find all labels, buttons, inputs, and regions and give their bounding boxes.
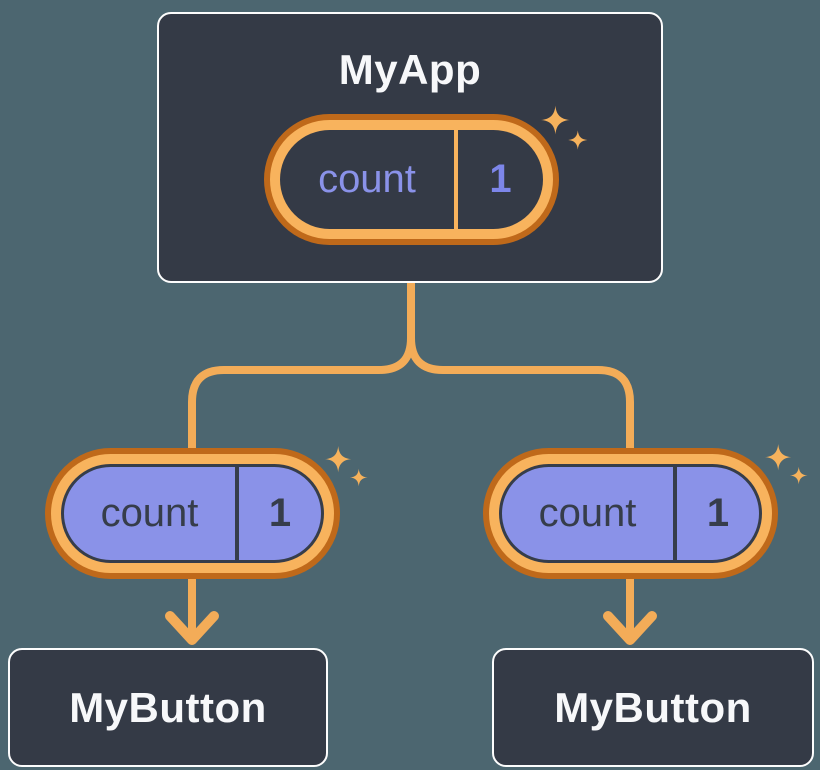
state-pill-body: count 1 <box>280 130 543 229</box>
component-node-mybutton-left: MyButton <box>8 648 328 767</box>
prop-pill-left: count 1 <box>45 448 340 579</box>
pill-divider <box>454 130 458 229</box>
arrowhead-down-left-icon <box>165 611 219 645</box>
pill-divider <box>673 467 677 560</box>
component-node-myapp: MyApp count 1 <box>157 12 663 283</box>
state-pill-root: count 1 <box>264 114 559 245</box>
component-node-mybutton-right: MyButton <box>492 648 814 767</box>
prop-value-label: 1 <box>268 491 292 535</box>
prop-pill-right: count 1 <box>483 448 778 579</box>
sparkles-icon <box>541 105 588 150</box>
prop-name-label: count <box>538 491 637 535</box>
connector-line-right <box>407 280 634 638</box>
component-title: MyApp <box>338 46 482 93</box>
prop-name-label: count <box>100 491 199 535</box>
component-title: MyButton <box>554 683 752 731</box>
state-name-label: count <box>318 157 416 201</box>
arrowhead-down-right-icon <box>603 611 657 645</box>
prop-pill-body: count 1 <box>61 464 324 563</box>
component-title: MyButton <box>69 683 267 731</box>
pill-divider <box>235 467 239 560</box>
state-value-label: 1 <box>489 157 512 201</box>
prop-value-label: 1 <box>706 491 730 535</box>
sparkles-icon <box>325 445 368 487</box>
prop-pill-body: count 1 <box>499 464 762 563</box>
sparkles-icon <box>765 443 808 485</box>
